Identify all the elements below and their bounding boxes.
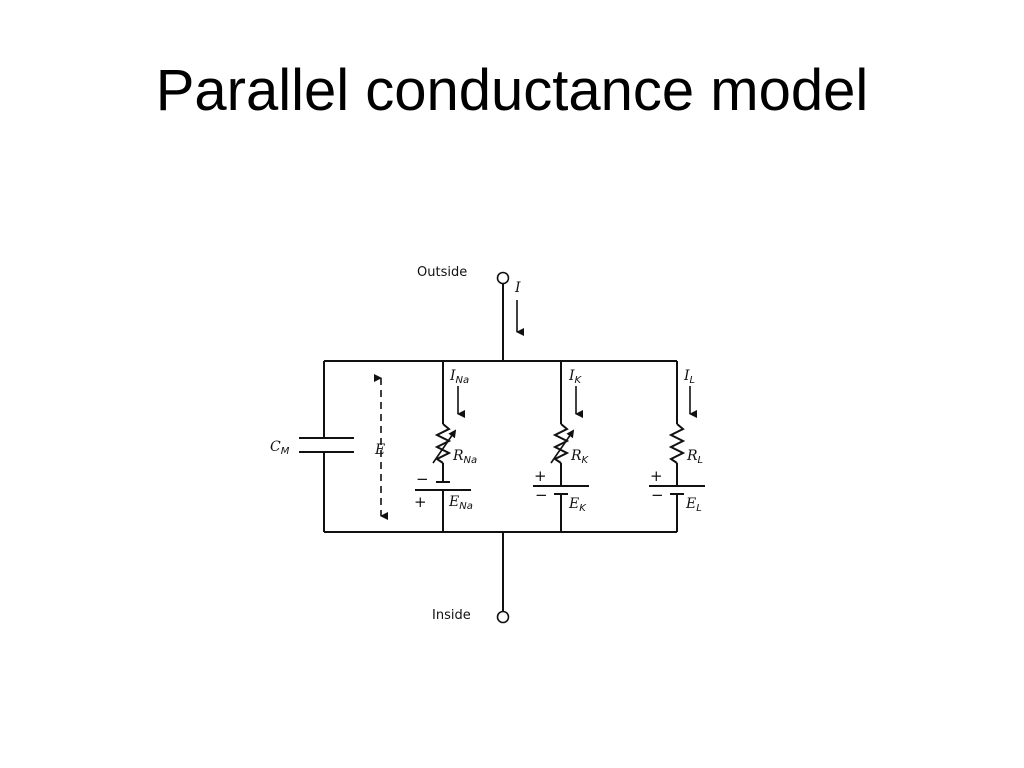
- leak-sign-bottom: −: [651, 486, 664, 504]
- inside-label: Inside: [432, 608, 471, 623]
- leak-sign-top: +: [650, 467, 663, 485]
- sodium-current-label: INa: [449, 368, 469, 386]
- sodium-branch: [415, 361, 471, 532]
- sodium-sign-bottom: +: [414, 493, 427, 511]
- outside-terminal: [496, 271, 510, 285]
- potassium-branch: [533, 361, 589, 532]
- sodium-variable-arrow: [432, 429, 457, 464]
- sodium-sign-top: −: [416, 470, 429, 488]
- sodium-resistor-label: RNa: [452, 448, 477, 466]
- capacitor-branch: [299, 361, 354, 532]
- potassium-sign-bottom: −: [535, 486, 548, 504]
- leak-battery-label: EL: [685, 496, 702, 514]
- total-current-label: I: [514, 280, 521, 296]
- inside-terminal: [496, 610, 510, 624]
- potassium-battery-label: EK: [568, 496, 587, 514]
- potassium-current-label: IK: [568, 368, 583, 386]
- slide-title: Parallel conductance model: [155, 58, 869, 123]
- outside-label: Outside: [417, 265, 467, 280]
- voltage-label: E: [374, 442, 385, 458]
- leak-branch: [649, 361, 705, 532]
- leak-resistor-label: RL: [686, 448, 703, 466]
- potassium-variable-arrow: [550, 429, 575, 464]
- capacitor-label: CM: [270, 439, 290, 457]
- leak-current-label: IL: [683, 368, 695, 386]
- sodium-battery-label: ENa: [448, 494, 473, 512]
- potassium-sign-top: +: [534, 467, 547, 485]
- potassium-resistor-label: RK: [570, 448, 590, 466]
